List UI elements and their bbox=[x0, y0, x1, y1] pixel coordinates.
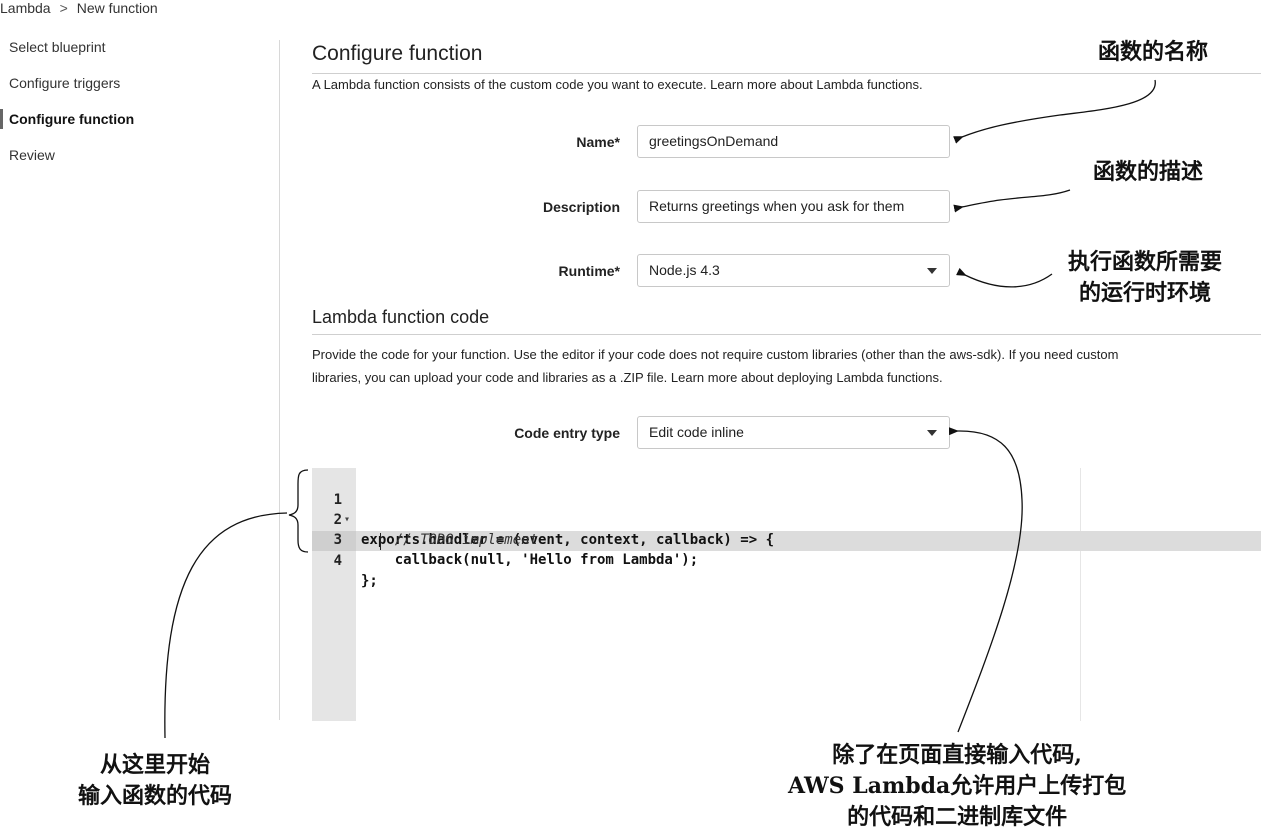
code-description-line-2: libraries, you can upload your code and … bbox=[312, 370, 943, 385]
sidebar-item-select-blueprint[interactable]: Select blueprint bbox=[9, 39, 106, 55]
text-cursor bbox=[380, 533, 381, 550]
code-text: callback(null, 'Hello from Lambda'); bbox=[361, 552, 699, 568]
line-number: 3 bbox=[333, 532, 342, 548]
code-start-annotation-line-2: 输入函数的代码 bbox=[78, 783, 233, 809]
code-entry-type-select[interactable]: Edit code inline bbox=[637, 416, 950, 449]
runtime-selected-value: Node.js 4.3 bbox=[649, 262, 720, 278]
code-start-annotation: 从这里开始 输入函数的代码 bbox=[78, 750, 232, 812]
line-number: 1 bbox=[333, 492, 342, 508]
sidebar-divider bbox=[279, 40, 280, 720]
code-entry-type-label: Code entry type bbox=[514, 425, 620, 441]
description-input[interactable]: Returns greetings when you ask for them bbox=[637, 190, 950, 223]
runtime-annotation-arrow bbox=[956, 267, 1053, 288]
code-text: }; bbox=[361, 573, 378, 589]
code-text: // TODO implement bbox=[361, 532, 539, 548]
configure-intro-text: A Lambda function consists of the custom… bbox=[312, 77, 923, 92]
breadcrumb-separator: > bbox=[59, 0, 68, 16]
name-annotation-arrow bbox=[953, 79, 1156, 144]
code-line[interactable]: 4 }; bbox=[312, 531, 378, 589]
line-number: 2 bbox=[333, 512, 342, 528]
code-line[interactable]: 1 ▾ exports.handler = (event, context, c… bbox=[312, 470, 774, 548]
code-description-line-1: Provide the code for your function. Use … bbox=[312, 347, 1119, 362]
description-label: Description bbox=[542, 199, 620, 215]
upload-annotation-line-1: 除了在页面直接输入代码, bbox=[832, 742, 1082, 768]
code-brace bbox=[288, 469, 309, 553]
fold-arrow-icon[interactable]: ▾ bbox=[344, 514, 351, 525]
runtime-annotation: 执行函数所需要 的运行时环境 bbox=[1068, 247, 1222, 309]
code-entry-type-selected-value: Edit code inline bbox=[649, 424, 744, 440]
code-start-annotation-line-1: 从这里开始 bbox=[100, 752, 211, 778]
runtime-annotation-line-1: 执行函数所需要 bbox=[1068, 249, 1223, 275]
active-line-gutter-highlight bbox=[312, 531, 356, 551]
runtime-select[interactable]: Node.js 4.3 bbox=[637, 254, 950, 287]
code-line[interactable]: 3 callback(null, 'Hello from Lambda'); bbox=[312, 510, 699, 568]
editor-print-margin bbox=[1080, 468, 1081, 721]
description-annotation: 函数的描述 bbox=[1093, 159, 1204, 185]
wizard-steps-sidebar: Select blueprint Configure triggers Conf… bbox=[0, 36, 200, 180]
code-editor[interactable]: 1 ▾ exports.handler = (event, context, c… bbox=[312, 468, 1261, 721]
code-section-description: Provide the code for your function. Use … bbox=[312, 343, 1261, 389]
code-text: exports.handler = (event, context, callb… bbox=[361, 532, 775, 548]
active-line-highlight bbox=[356, 531, 1261, 551]
runtime-label: Runtime* bbox=[558, 263, 620, 279]
name-annotation: 函数的名称 bbox=[1098, 39, 1209, 65]
name-input[interactable]: greetingsOnDemand bbox=[637, 125, 950, 158]
chevron-down-icon bbox=[927, 268, 937, 274]
page-title: Configure function bbox=[312, 42, 483, 65]
breadcrumb-root-link[interactable]: Lambda bbox=[0, 0, 51, 16]
editor-gutter bbox=[312, 468, 356, 721]
name-label: Name* bbox=[576, 134, 620, 150]
chevron-down-icon bbox=[927, 430, 937, 436]
breadcrumb-current: New function bbox=[76, 0, 158, 16]
code-section-divider bbox=[312, 334, 1261, 335]
upload-annotation-line-3: 的代码和二进制库文件 bbox=[847, 804, 1068, 830]
description-annotation-arrow bbox=[953, 189, 1071, 213]
breadcrumb: Lambda > New function bbox=[0, 0, 158, 16]
upload-annotation-line-2: AWS Lambda允许用户上传打包 bbox=[788, 773, 1127, 799]
upload-annotation: 除了在页面直接输入代码, AWS Lambda允许用户上传打包 的代码和二进制库… bbox=[788, 740, 1126, 833]
code-line[interactable]: 2 // TODO implement bbox=[312, 490, 538, 548]
code-section-title: Lambda function code bbox=[312, 307, 490, 327]
code-start-annotation-line bbox=[164, 512, 288, 739]
sidebar-item-configure-triggers[interactable]: Configure triggers bbox=[9, 75, 121, 91]
runtime-annotation-line-2: 的运行时环境 bbox=[1079, 280, 1212, 306]
line-number: 4 bbox=[333, 553, 342, 569]
sidebar-item-configure-function[interactable]: Configure function bbox=[0, 108, 200, 144]
section-divider bbox=[312, 73, 1261, 74]
upload-annotation-arrow bbox=[948, 427, 1023, 733]
sidebar-item-review[interactable]: Review bbox=[9, 147, 55, 163]
